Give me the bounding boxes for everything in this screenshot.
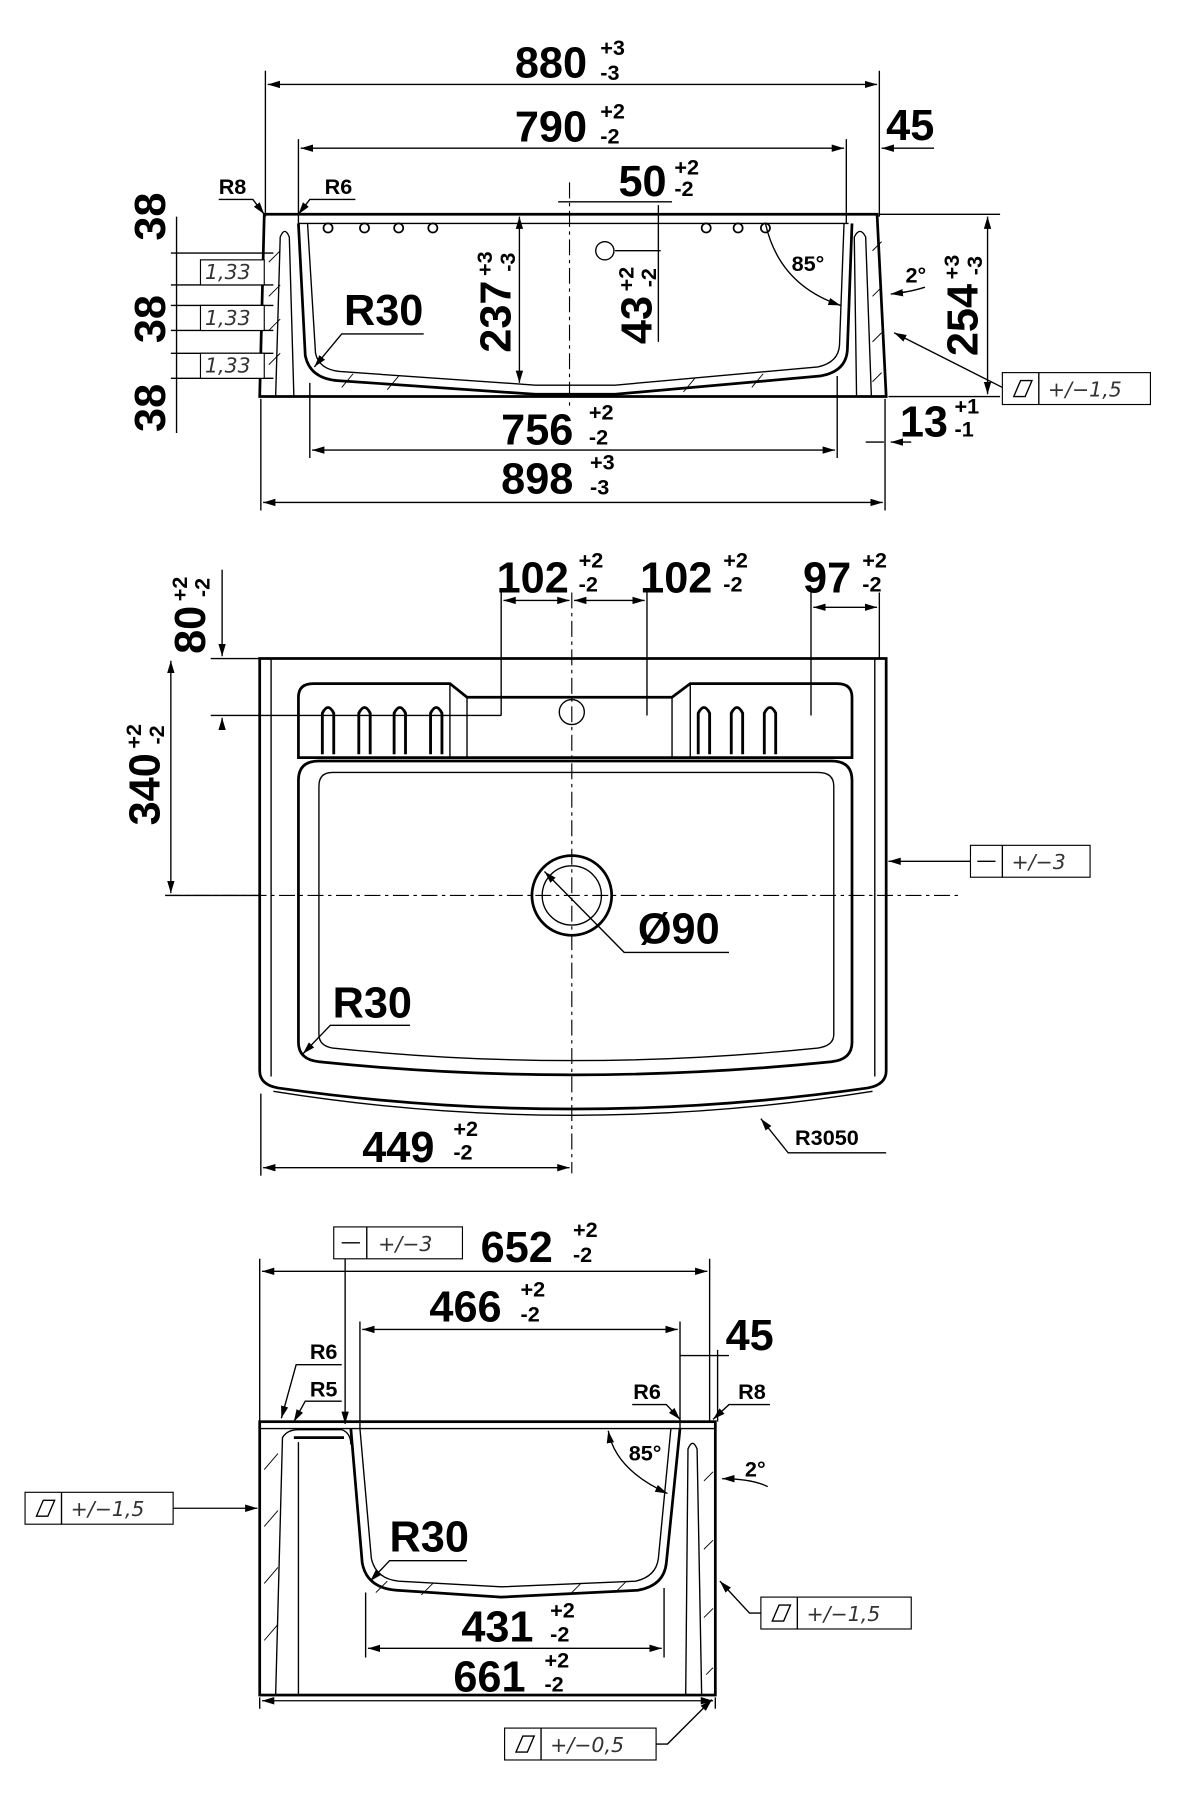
- radius-r8: R8: [219, 174, 247, 199]
- left-flatness-frame: +/−1,5: [24, 1491, 174, 1525]
- dim-431: 431+2-2: [461, 1598, 575, 1652]
- flatness-icon: [35, 1499, 56, 1517]
- dim-449: 449+2-2: [362, 1116, 478, 1172]
- radius-r5: R5: [310, 1377, 338, 1402]
- flatness-tolerance-frame: +/−1,5: [1001, 372, 1152, 406]
- radius-r6-left: R6: [310, 1339, 338, 1364]
- dim-43: 43+2-2: [613, 267, 661, 344]
- radius-r30-plan: R30: [333, 979, 412, 1027]
- dim-237: 237+3-3: [472, 251, 520, 352]
- radius-r6-right: R6: [633, 1379, 661, 1404]
- angle-2: 2°: [906, 263, 927, 288]
- dim-13: 13+1-1: [900, 394, 979, 447]
- plan-view: Ø90 102+2-2 102+2-2 97+2-2 80+2-2 340+2-…: [121, 547, 1091, 1176]
- dim-466: 466+2-2: [429, 1276, 545, 1331]
- straightness-tolerance-frame: +/−3: [969, 844, 1091, 878]
- drain-diameter: Ø90: [638, 905, 720, 953]
- svg-text:+/−3: +/−3: [378, 1232, 432, 1256]
- drainer-area: [297, 682, 854, 759]
- basin-outline-plan: [297, 759, 854, 1077]
- dim-97: 97+2-2: [803, 547, 887, 602]
- front-radius-r3050: R3050: [795, 1125, 859, 1150]
- side-section-view: +/−3 652+2-2 466+2-2 45 R6 R5 R6 R8 85° …: [24, 1217, 912, 1761]
- svg-text:+/−1,5: +/−1,5: [71, 1497, 145, 1521]
- flatness-icon: [514, 1735, 536, 1753]
- dim-50: 50+2-2: [619, 154, 699, 206]
- angle-85-side: 85°: [629, 1440, 662, 1465]
- dim-102-left: 102+2-2: [497, 547, 604, 602]
- dim-80: 80+2-2: [167, 577, 215, 654]
- dim-45-side: 45: [726, 1312, 774, 1360]
- dim-661: 661+2-2: [453, 1648, 569, 1702]
- angle-85: 85°: [792, 251, 825, 276]
- side-straightness-frame: +/−3: [333, 1226, 464, 1260]
- slope-label-3: 1,33: [205, 354, 251, 378]
- dim-652: 652+2-2: [481, 1217, 598, 1272]
- dim-340: 340+2-2: [121, 724, 169, 825]
- svg-text:+/−1,5: +/−1,5: [1048, 378, 1122, 402]
- basin-profile: [297, 223, 854, 396]
- flatness-icon: [771, 1604, 792, 1622]
- bottom-flatness-frame: +/−0,5: [504, 1727, 657, 1761]
- dim-38-upper: 38: [127, 193, 175, 241]
- drainer-grooves: [320, 706, 778, 755]
- angle-2-side: 2°: [745, 1456, 766, 1481]
- right-flatness-frame: +/−1,5: [760, 1596, 912, 1630]
- dim-790: 790+2-2: [515, 99, 625, 152]
- svg-text:+/−1,5: +/−1,5: [806, 1602, 880, 1626]
- radius-r30-side: R30: [390, 1514, 469, 1562]
- radius-r8-side: R8: [738, 1379, 766, 1404]
- radius-r6: R6: [325, 174, 353, 199]
- dim-38-lower: 38: [127, 384, 175, 432]
- dim-898: 898+3-3: [501, 449, 615, 503]
- dim-45: 45: [886, 102, 934, 150]
- sink-outline: [258, 212, 888, 398]
- dim-880: 880+3-3: [515, 35, 625, 88]
- dim-756: 756+2-2: [501, 399, 613, 454]
- sink-outline-side: [258, 1420, 717, 1697]
- svg-text:+/−0,5: +/−0,5: [550, 1733, 624, 1757]
- basin-profile-side: [349, 1428, 682, 1599]
- svg-text:+/−3: +/−3: [1011, 850, 1065, 874]
- sink-outline-plan: [258, 657, 888, 1111]
- front-section-view: 880+3-3 790+2-2 45 50+2-2 R8 R6 38 38 38…: [127, 35, 1152, 511]
- radius-r30: R30: [344, 287, 423, 335]
- slope-label-2: 1,33: [205, 306, 251, 330]
- dim-102-right: 102+2-2: [640, 547, 748, 602]
- dim-254: 254+3-3: [939, 255, 987, 356]
- flatness-icon: [1012, 379, 1034, 398]
- slope-label-1: 1,33: [205, 260, 251, 284]
- dim-38-middle: 38: [127, 295, 175, 343]
